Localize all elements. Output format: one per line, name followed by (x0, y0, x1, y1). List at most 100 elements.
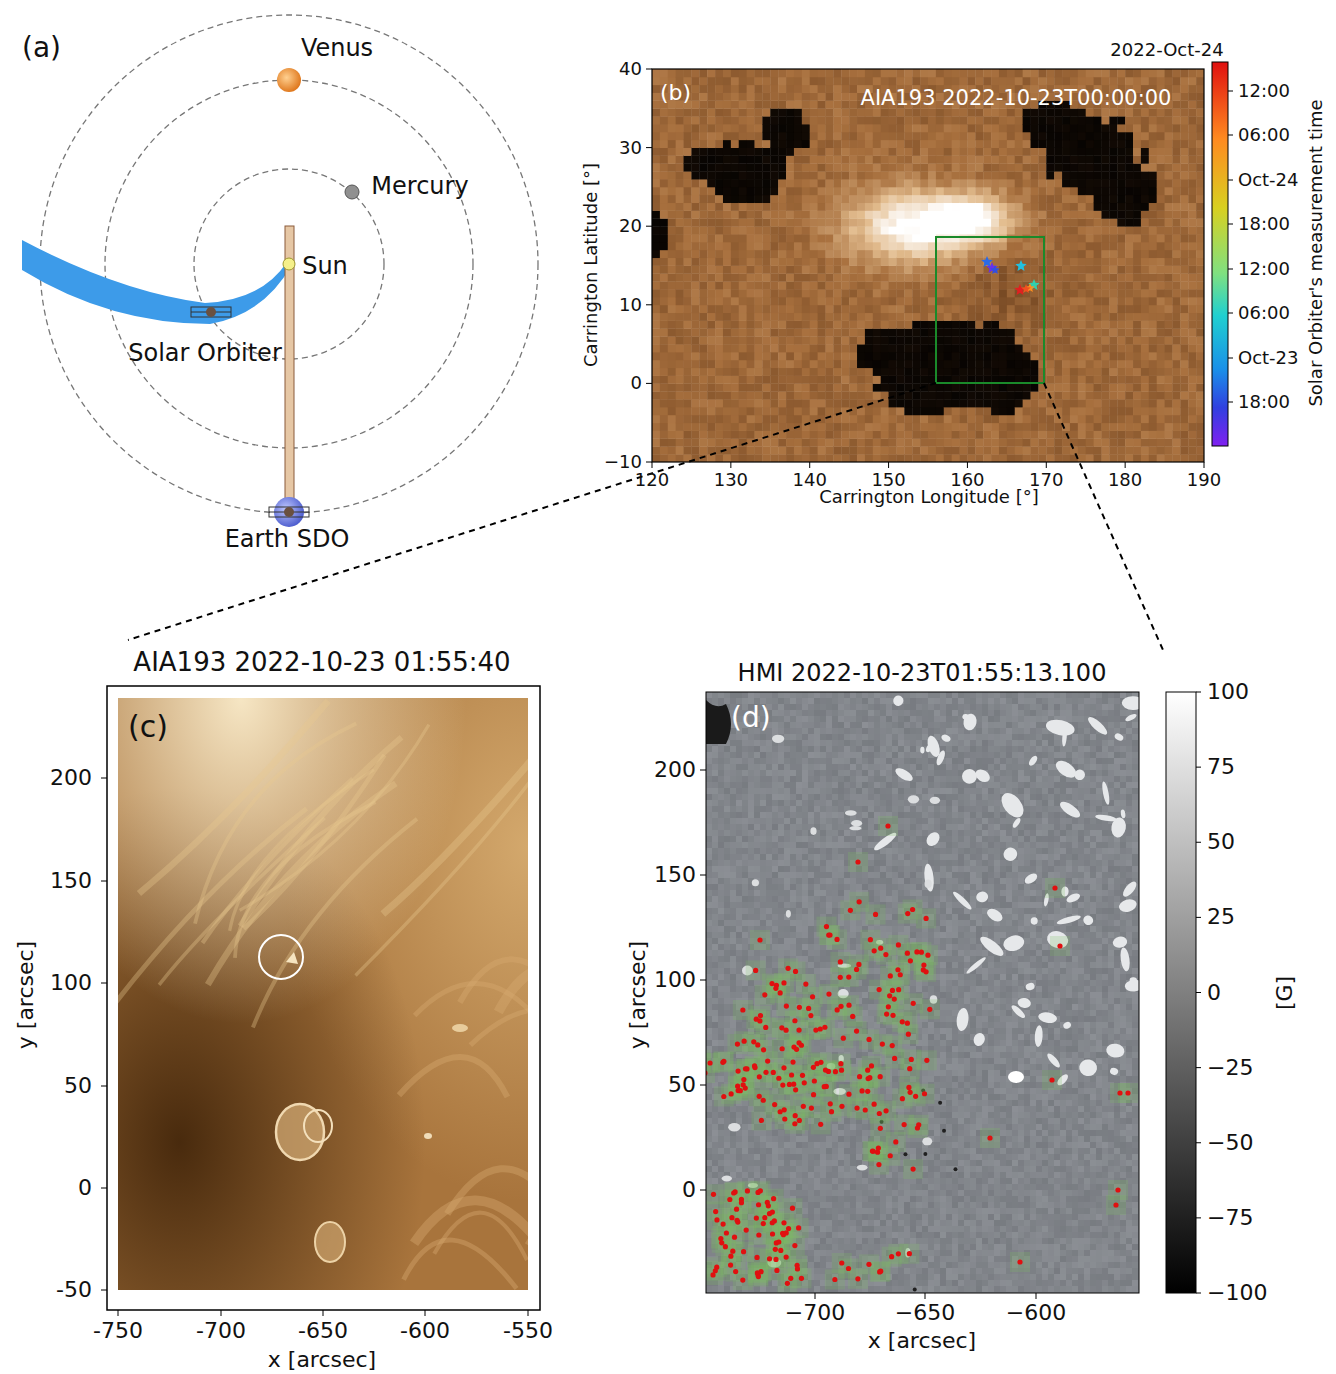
heat-cell (684, 171, 692, 179)
heat-cell (889, 266, 897, 274)
heat-cell (739, 336, 747, 344)
heat-cell (794, 289, 802, 297)
heat-cell (707, 289, 715, 297)
heat-cell (778, 93, 786, 101)
orbit-band (22, 240, 291, 324)
heat-cell (660, 289, 668, 297)
heat-cell (770, 313, 778, 321)
heat-cell (896, 203, 904, 211)
heat-cell (936, 336, 944, 344)
heat-cell (802, 187, 810, 195)
spacecraft-symbol (206, 307, 216, 317)
heat-cell (699, 210, 707, 218)
heat-cell (873, 116, 881, 124)
heat-cell (762, 305, 770, 313)
heat-cell (676, 124, 684, 132)
heat-cell (802, 376, 810, 384)
heat-cell (857, 218, 865, 226)
heat-cell (699, 344, 707, 352)
heat-cell (691, 407, 699, 415)
heat-cell (684, 132, 692, 140)
heat-cell (960, 226, 968, 234)
heat-cell (676, 383, 684, 391)
heat-cell (747, 431, 755, 439)
heat-cell (936, 148, 944, 156)
heat-cell (684, 423, 692, 431)
heat-cell (818, 210, 826, 218)
heat-cell (723, 132, 731, 140)
heat-cell (825, 77, 833, 85)
heat-cell (715, 218, 723, 226)
heat-cell (873, 203, 881, 211)
heat-cell (723, 100, 731, 108)
heat-cell (755, 328, 763, 336)
heat-cell (699, 69, 707, 77)
heat-cell (881, 368, 889, 376)
heat-cell (841, 313, 849, 321)
heat-cell (818, 454, 826, 462)
heat-cell (841, 399, 849, 407)
heat-cell (731, 234, 739, 242)
heat-cell (747, 336, 755, 344)
heat-cell (857, 187, 865, 195)
heat-cell (723, 289, 731, 297)
heat-cell (723, 234, 731, 242)
heat-cell (912, 163, 920, 171)
heat-cell (818, 415, 826, 423)
heat-cell (881, 226, 889, 234)
heat-cell (755, 242, 763, 250)
heat-cell (652, 376, 660, 384)
heat-cell (699, 266, 707, 274)
heat-cell (960, 383, 968, 391)
heat-cell (881, 163, 889, 171)
heat-cell (794, 281, 802, 289)
heat-cell (778, 376, 786, 384)
heat-cell (755, 77, 763, 85)
heat-cell (873, 179, 881, 187)
heat-cell (833, 132, 841, 140)
heat-cell (660, 376, 668, 384)
heat-cell (723, 376, 731, 384)
heat-cell (770, 140, 778, 148)
heat-cell (699, 446, 707, 454)
heat-cell (715, 163, 723, 171)
heat-cell (896, 438, 904, 446)
heat-cell (723, 407, 731, 415)
heat-cell (715, 415, 723, 423)
heat-cell (873, 171, 881, 179)
heat-cell (731, 210, 739, 218)
heat-cell (818, 383, 826, 391)
heat-cell (652, 155, 660, 163)
heat-cell (881, 124, 889, 132)
heat-cell (841, 454, 849, 462)
heat-cell (841, 328, 849, 336)
heat-cell (762, 258, 770, 266)
heat-cell (873, 431, 881, 439)
heat-cell (920, 163, 928, 171)
heat-cell (865, 368, 873, 376)
heat-cell (652, 250, 660, 258)
heat-cell (731, 226, 739, 234)
heat-cell (652, 273, 660, 281)
heat-cell (731, 454, 739, 462)
heat-cell (825, 328, 833, 336)
heat-cell (833, 328, 841, 336)
heat-cell (920, 297, 928, 305)
heat-cell (889, 297, 897, 305)
heat-cell (865, 383, 873, 391)
heatmap (652, 69, 1204, 462)
heat-cell (920, 376, 928, 384)
heat-cell (904, 281, 912, 289)
heat-cell (810, 85, 818, 93)
heat-cell (747, 454, 755, 462)
heat-cell (715, 454, 723, 462)
heat-cell (849, 100, 857, 108)
heat-cell (896, 360, 904, 368)
heat-cell (904, 210, 912, 218)
heat-cell (699, 281, 707, 289)
heat-cell (723, 344, 731, 352)
heat-cell (676, 258, 684, 266)
heat-cell (786, 195, 794, 203)
heat-cell (691, 226, 699, 234)
heat-cell (865, 431, 873, 439)
